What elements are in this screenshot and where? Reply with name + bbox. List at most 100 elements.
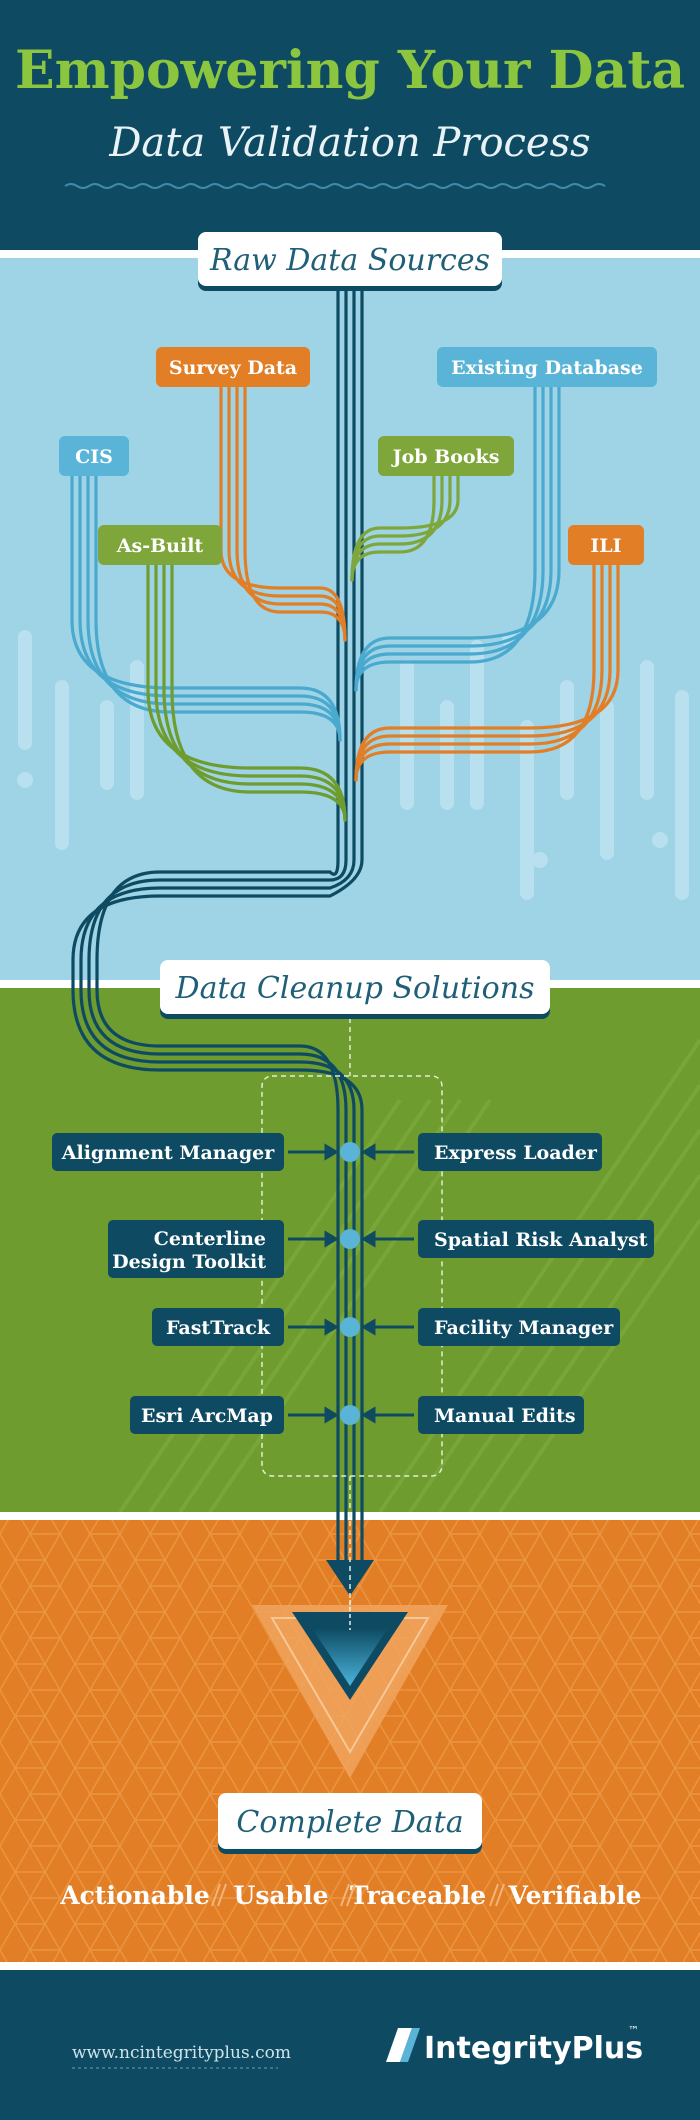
arrow-right-icon [324, 1406, 339, 1424]
section-label-raw-text: Raw Data Sources [209, 243, 490, 278]
pipe-trunk-line [87, 288, 348, 1562]
tool-connector [288, 1317, 414, 1337]
pipe-ili-line [354, 563, 596, 782]
pipe-as-built [146, 563, 347, 822]
pipe-trunk-line [71, 288, 364, 1562]
brand-slash-icon [386, 2028, 412, 2062]
tool-design-toolkit-text: Design Toolkit [112, 1251, 266, 1273]
tool-express-loader-text: Express Loader [434, 1142, 598, 1164]
footer-url[interactable]: www.ncintegrityplus.com [72, 2043, 291, 2063]
section-label-complete-text: Complete Data [236, 1805, 463, 1840]
page-subtitle: Data Validation Process [108, 120, 590, 166]
tool-esri-arcmap-text: Esri ArcMap [141, 1405, 273, 1427]
tool-facility-manager: Facility Manager [418, 1308, 620, 1346]
node-dot-icon [340, 1405, 360, 1425]
tool-manual-edits: Manual Edits [418, 1396, 584, 1434]
pipe-trunk-line [95, 288, 340, 1562]
arrow-right-icon [324, 1318, 339, 1336]
header-band: Empowering Your Data Data Validation Pro… [0, 0, 700, 250]
brand-slash-accent-icon [400, 2028, 420, 2062]
pipe-survey-line [235, 385, 347, 642]
source-job-books-text: Job Books [391, 446, 500, 468]
pipe-existing [354, 385, 561, 692]
tool-centerline-text: Centerline [154, 1228, 266, 1250]
pipe-ili [354, 563, 620, 782]
outcome-traceable: Traceable [350, 1881, 486, 1910]
pipe-existing-line [354, 385, 561, 692]
pipe-existing-line [354, 385, 537, 692]
footer-content: www.ncintegrityplus.com IntegrityPlus ™ [72, 2024, 643, 2069]
pipe-ili-line [354, 563, 620, 782]
pipe-job-books [350, 474, 460, 582]
arrow-right-icon [324, 1230, 339, 1248]
tool-esri-arcmap: Esri ArcMap [130, 1396, 284, 1434]
outcome-usable: Usable [234, 1881, 329, 1910]
tool-centerline-design-toolkit: Centerline Design Toolkit [108, 1220, 284, 1278]
tool-connector [288, 1405, 414, 1425]
pipe-existing-line [354, 385, 553, 692]
pipe-ili-line [354, 563, 612, 782]
pipe-trunk [71, 288, 364, 1562]
wavy-divider [64, 183, 606, 189]
outcome-actionable: Actionable [59, 1881, 210, 1910]
source-cis: CIS [59, 436, 129, 476]
pipe-as-built-line [162, 563, 347, 822]
tool-spatial-risk-analyst: Spatial Risk Analyst [418, 1220, 654, 1258]
pipe-trunk-line [79, 288, 356, 1562]
tool-alignment-manager: Alignment Manager [52, 1133, 284, 1171]
tool-manual-edits-text: Manual Edits [434, 1405, 576, 1427]
outcome-separators [211, 1883, 505, 1907]
brand-name: IntegrityPlus [424, 2031, 643, 2066]
node-dot-icon [340, 1317, 360, 1337]
tool-fasttrack: FastTrack [152, 1308, 284, 1346]
source-ili-text: ILI [590, 535, 621, 557]
node-dot-icon [340, 1229, 360, 1249]
source-cis-text: CIS [75, 446, 113, 468]
pipe-job-books-line [350, 474, 460, 582]
section-label-complete: Complete Data [218, 1793, 482, 1854]
pipe-survey-line [243, 385, 347, 642]
pipe-survey-line [227, 385, 347, 642]
tool-connectors [288, 1142, 414, 1425]
source-existing-database-text: Existing Database [451, 357, 643, 379]
node-dot-icon [340, 1142, 360, 1162]
outcome-verifiable: Verifiable [508, 1881, 642, 1910]
arrow-right-icon [324, 1143, 339, 1161]
pipe-as-built-line [154, 563, 347, 822]
arrow-left-icon [361, 1318, 376, 1336]
brand-trademark: ™ [628, 2024, 639, 2037]
tool-spatial-risk-analyst-text: Spatial Risk Analyst [434, 1229, 648, 1251]
arrow-left-icon [361, 1406, 376, 1424]
source-survey-data: Survey Data [156, 347, 310, 387]
arrow-left-icon [361, 1143, 376, 1161]
pipe-as-built-line [146, 563, 347, 822]
source-survey-data-text: Survey Data [169, 357, 297, 379]
source-job-books: Job Books [378, 436, 514, 476]
source-ili: ILI [568, 525, 644, 565]
footer-band [0, 1970, 700, 2120]
source-existing-database: Existing Database [437, 347, 657, 387]
outcomes-row: Actionable Usable Traceable Verifiable [59, 1881, 641, 1910]
source-as-built: As-Built [98, 525, 222, 565]
arrow-left-icon [361, 1230, 376, 1248]
section-label-cleanup: Data Cleanup Solutions [160, 960, 550, 1019]
pipe-survey [219, 385, 347, 642]
pipe-ili-line [354, 563, 604, 782]
section-label-raw: Raw Data Sources [198, 232, 502, 291]
pipe-existing-line [354, 385, 545, 692]
pipe-cis-line [94, 474, 342, 742]
decorative-bars [17, 630, 689, 900]
source-as-built-text: As-Built [116, 535, 204, 557]
tool-fasttrack-text: FastTrack [166, 1317, 271, 1339]
tool-connector [288, 1229, 414, 1249]
funnel-triangle-icon [252, 1600, 448, 1778]
tool-express-loader: Express Loader [418, 1133, 602, 1171]
pipe-as-built-line [170, 563, 347, 822]
tool-connector [288, 1142, 414, 1162]
page-title: Empowering Your Data [15, 40, 685, 101]
tool-alignment-manager-text: Alignment Manager [61, 1142, 276, 1164]
section-label-cleanup-text: Data Cleanup Solutions [175, 971, 535, 1006]
brand-logo: IntegrityPlus ™ [386, 2024, 643, 2066]
tool-facility-manager-text: Facility Manager [434, 1317, 614, 1339]
